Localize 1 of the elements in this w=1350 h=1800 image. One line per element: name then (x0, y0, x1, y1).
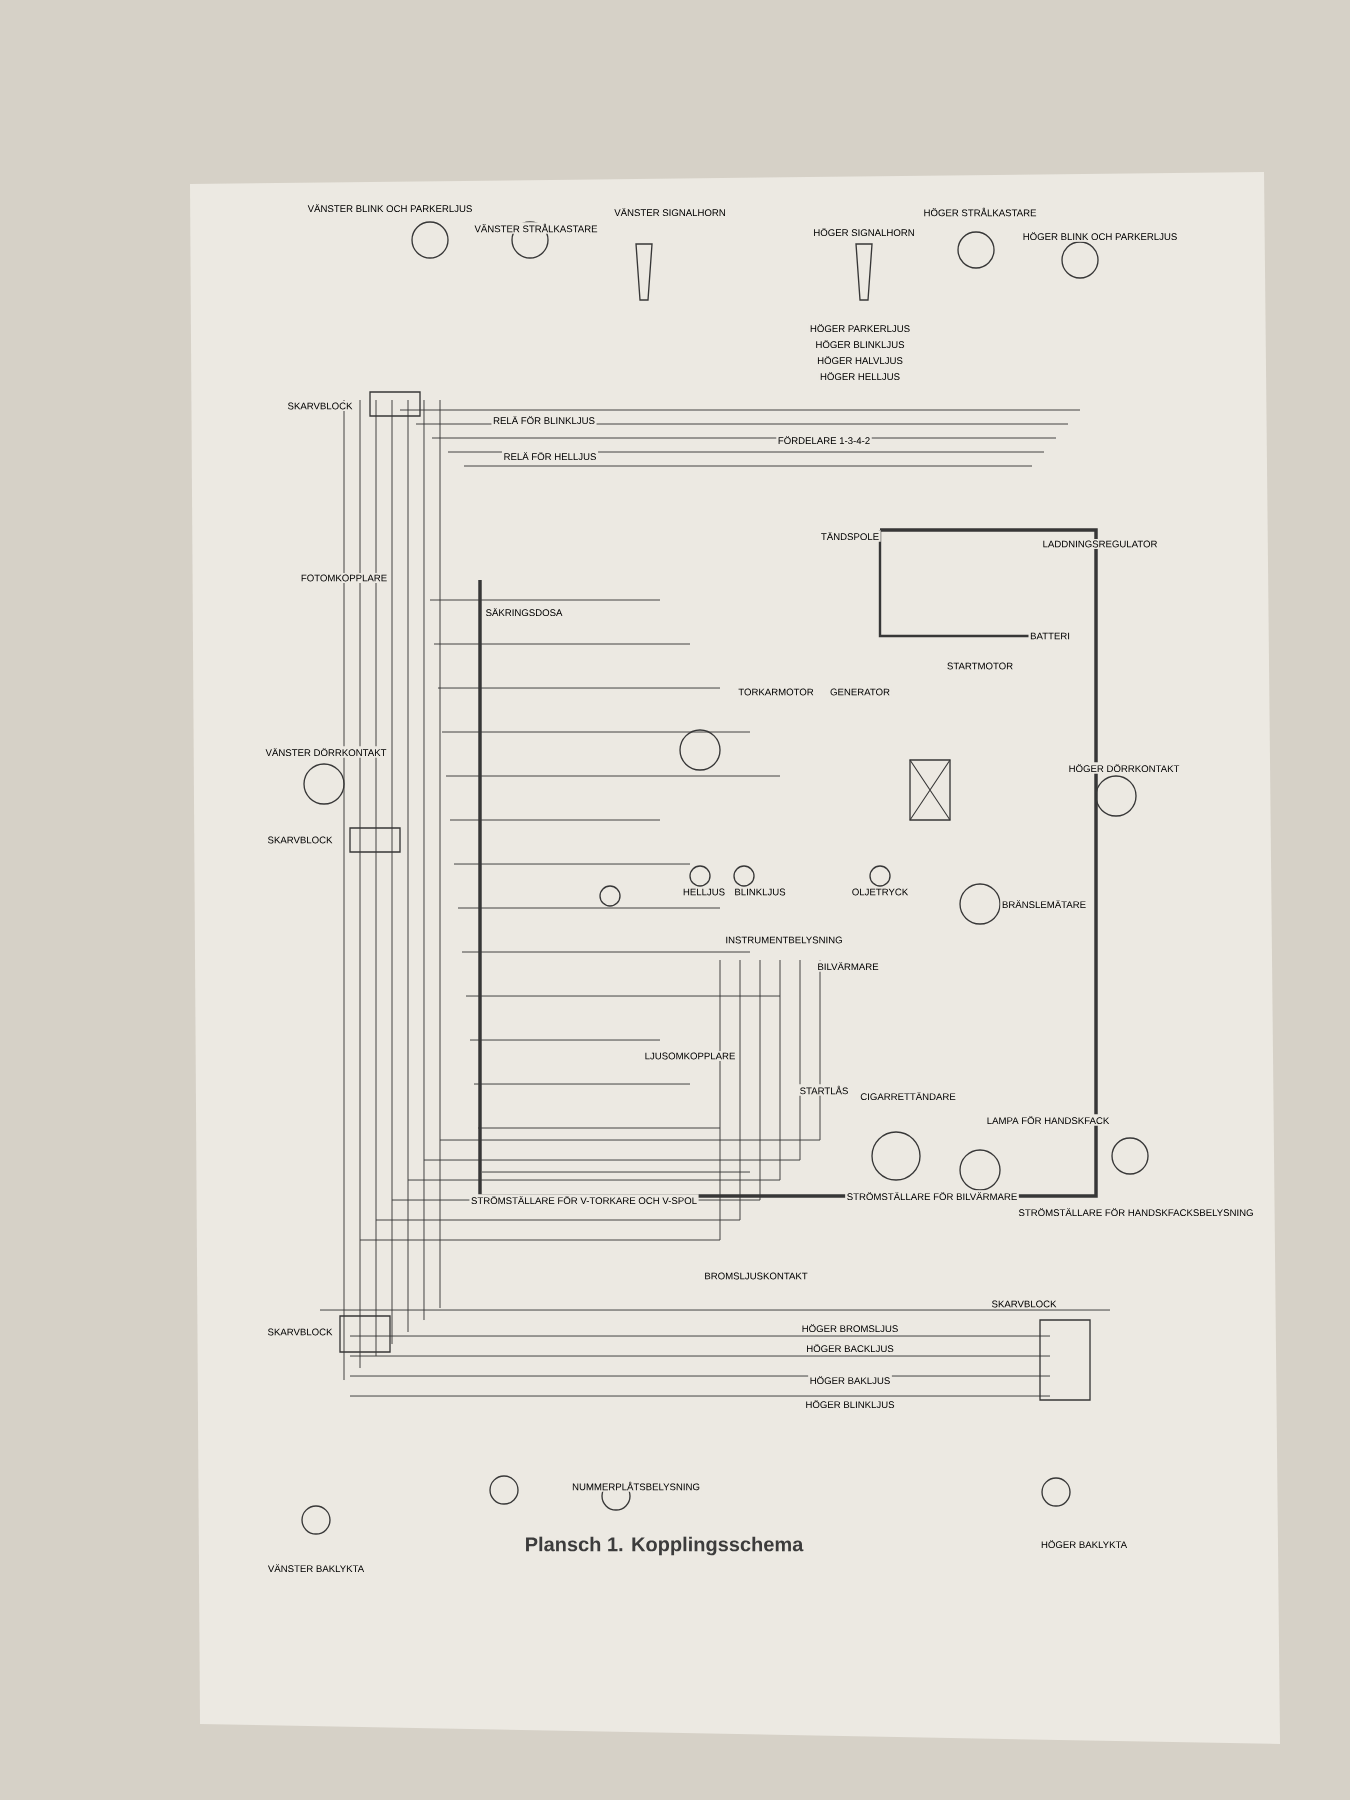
caption: Plansch 1. Kopplingsschema (526, 1536, 804, 1556)
